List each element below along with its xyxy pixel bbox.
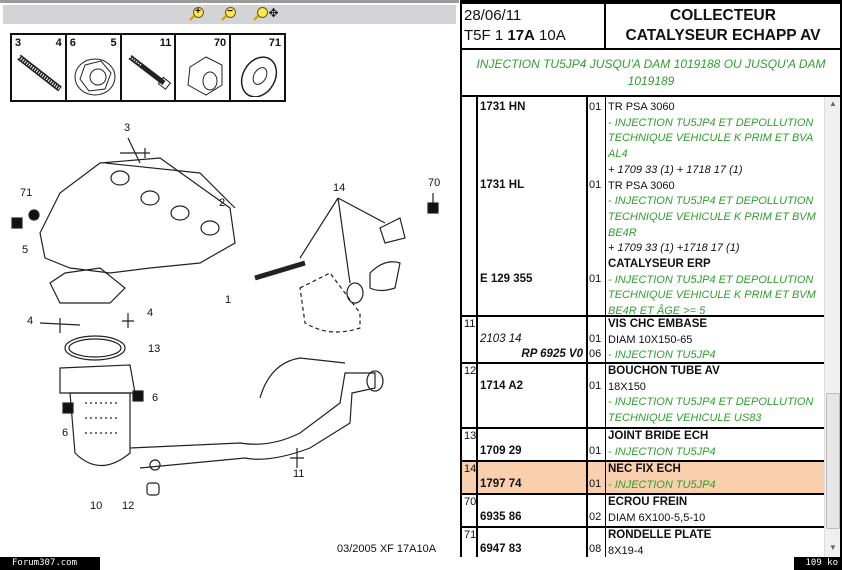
zoom-toolbar: + − ✥	[3, 5, 456, 24]
title-line-2: CATALYSEUR ECHAPP AV	[625, 27, 821, 44]
front-pipe	[129, 372, 376, 469]
callout-71: 71	[20, 187, 33, 199]
group-code: T5F 1 17A 10A	[464, 27, 566, 44]
parts-header: 28/06/11 T5F 1 17A 10A COLLECTEUR CATALYS…	[462, 4, 840, 48]
callout-2: 2	[219, 197, 226, 209]
zoom-out-icon[interactable]: −	[220, 6, 240, 23]
scroll-up-icon[interactable]: ▲	[829, 99, 837, 108]
subtitle: INJECTION TU5JP4 JUSQU'A DAM 1019188 OU …	[462, 50, 840, 95]
manifold	[39, 157, 236, 274]
callout-14: 14	[333, 182, 346, 194]
strip-washer[interactable]: 71	[231, 35, 284, 100]
lock-nut-icon	[187, 56, 223, 96]
title-line-1: COLLECTEUR	[670, 7, 776, 24]
callout-13: 13	[148, 343, 161, 355]
status-bar: Forum307.com 109 ko	[0, 557, 842, 570]
callout-4b: 4	[147, 307, 154, 319]
callout-6a: 6	[152, 392, 159, 404]
callout-1: 1	[225, 294, 232, 306]
zoom-in-icon[interactable]: +	[188, 6, 208, 23]
scrollbar[interactable]: ▲ ▼	[824, 97, 840, 557]
callout-4a: 4	[27, 315, 34, 327]
stud-icon	[17, 54, 62, 92]
date: 28/06/11	[464, 7, 522, 24]
callout-5: 5	[22, 244, 29, 256]
gasket	[64, 335, 126, 361]
page-size: 109 ko	[794, 557, 842, 570]
catalyst	[69, 392, 131, 466]
table-row-selected[interactable]: 14 1797 74 01 NEC FIX ECH- INJECTION TU5…	[462, 462, 824, 493]
table-row[interactable]: 13 1709 29 01 JOINT BRIDE ECH- INJECTION…	[462, 429, 824, 460]
strip-bolt[interactable]: 11	[122, 35, 177, 100]
flange	[49, 267, 126, 304]
diagram-reference: 03/2005 XF 17A10A	[337, 543, 437, 555]
callout-11: 11	[293, 468, 305, 480]
bolt-icon	[128, 55, 171, 90]
callout-3: 3	[124, 122, 131, 134]
scroll-down-icon[interactable]: ▼	[829, 543, 837, 552]
strip-lock-nut[interactable]: 70	[176, 35, 232, 100]
callout-12: 12	[122, 500, 135, 512]
flange-nut-icon	[74, 58, 116, 96]
callout-6b: 6	[62, 427, 69, 439]
site-label: Forum307.com	[0, 557, 100, 570]
scrollbar-thumb[interactable]	[826, 393, 840, 529]
washer-icon	[241, 56, 278, 97]
callout-70: 70	[428, 177, 441, 189]
exploded-diagram	[11, 137, 439, 496]
pan-zoom-icon[interactable]: ✥	[252, 6, 279, 23]
callout-10: 10	[90, 500, 103, 512]
